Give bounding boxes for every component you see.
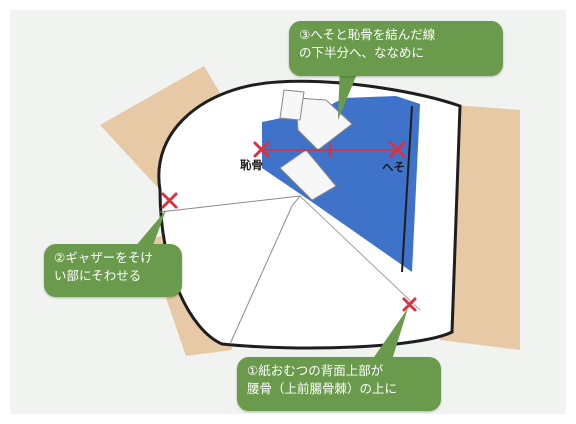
diaper-inner-edge — [401, 105, 413, 273]
callout-step-3-line-2: の下半分へ、ななめに — [299, 45, 425, 60]
callout-step-2-line-1: ②ギャザーをそけ — [54, 250, 153, 265]
callout-step-1-line-2: 腰骨（上前腸骨棘）の上に — [247, 381, 398, 396]
callout-2-pointer — [134, 210, 166, 248]
cross-mark-icon — [389, 141, 406, 158]
diaper-front-blue-panel — [262, 96, 420, 272]
fold-flap-lower — [279, 149, 337, 201]
diaper-crotch-line — [299, 195, 421, 311]
callout-step-1: ①紙おむつの背面上部が 腰骨（上前腸骨棘）の上に — [237, 357, 441, 411]
fold-flap-upper — [295, 97, 353, 151]
cross-mark-icon — [253, 141, 270, 158]
diaper-fold-line — [159, 195, 302, 345]
navel-label: へそ — [382, 160, 405, 174]
pubis-label: 恥骨 — [240, 158, 263, 172]
callout-3-pointer — [338, 62, 362, 120]
callout-step-3: ③へそと恥骨を結んだ線 の下半分へ、ななめに — [289, 21, 503, 76]
callout-step-3-line-1: ③へそと恥骨を結んだ線 — [299, 27, 436, 42]
callout-step-2-line-2: い部にそわせる — [54, 268, 142, 283]
callout-step-1-line-1: ①紙おむつの背面上部が — [247, 363, 384, 378]
cross-mark-icon — [402, 297, 417, 312]
callout-1-pointer — [372, 308, 408, 360]
right-hip-skin — [440, 104, 520, 350]
upper-body-skin — [100, 66, 228, 190]
cross-mark-icon — [161, 192, 178, 209]
callout-step-2: ②ギャザーをそけ い部にそわせる — [44, 244, 182, 297]
tape-tab — [279, 89, 305, 121]
